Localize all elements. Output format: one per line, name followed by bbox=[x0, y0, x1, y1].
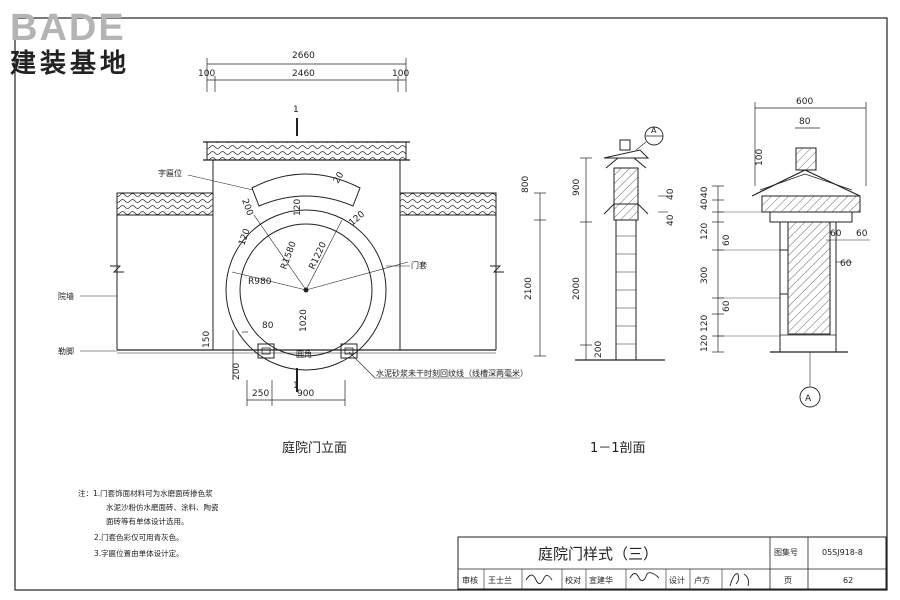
note-line-3: 面砖等有单体设计选用。 bbox=[106, 516, 189, 526]
dim-150: 150 bbox=[202, 331, 212, 348]
label-yard-wall: 院墙 bbox=[58, 291, 74, 301]
elevation-view bbox=[80, 58, 546, 406]
det-dim-r60c: 60 bbox=[840, 259, 852, 269]
det-dim-60a: 60 bbox=[722, 234, 732, 246]
atlas-label: 图集号 bbox=[774, 547, 798, 557]
elevation-dimensions: 2660 2460 100 100 800 2100 R1580 R1220 R… bbox=[198, 51, 534, 399]
dim-arch-120b: 120 bbox=[348, 209, 368, 228]
detail-marker-a: A bbox=[805, 394, 812, 404]
section-mark-bottom: 1 bbox=[293, 381, 299, 391]
det-dim-40a: 40 bbox=[700, 186, 710, 198]
general-notes: 注：1.门套饰面材料可为水磨面砖掺色浆 水泥沙粉仿水磨面砖、涂料、陶瓷 面砖等有… bbox=[78, 488, 219, 558]
section-title: 1－1剖面 bbox=[590, 441, 646, 456]
sec-dim-2000: 2000 bbox=[572, 277, 582, 300]
title-block bbox=[457, 536, 887, 590]
note-line-2: 水泥沙粉仿水磨面砖、涂料、陶瓷 bbox=[106, 502, 219, 512]
det-dim-120b: 120 bbox=[700, 315, 710, 332]
det-dim-r60a: 60 bbox=[830, 229, 842, 239]
review-signature bbox=[525, 574, 553, 584]
det-dim-120a: 120 bbox=[700, 223, 710, 240]
det-dim-300: 300 bbox=[700, 267, 710, 284]
check-label: 校对 bbox=[565, 575, 581, 585]
design-label: 设计 bbox=[669, 575, 685, 585]
review-name: 王士兰 bbox=[488, 575, 512, 585]
section-labels: 900 2000 200 40 40 A 1－1剖面 bbox=[572, 126, 676, 456]
logo-subtitle: 建装基地 bbox=[10, 49, 130, 79]
dim-arch-120a: 120 bbox=[293, 199, 303, 216]
det-dim-60b: 60 bbox=[722, 300, 732, 312]
title-block-text: 庭院门样式（三） 图集号 05SJ918-8 审核 王士兰 校对 宣建华 设计 … bbox=[462, 545, 863, 587]
review-label: 审核 bbox=[462, 575, 478, 585]
sheet-border bbox=[14, 17, 888, 591]
dim-1020: 1020 bbox=[299, 309, 309, 332]
atlas-number: 05SJ918-8 bbox=[822, 548, 863, 557]
det-dim-40b: 40 bbox=[700, 198, 710, 210]
det-dim-r60b: 60 bbox=[856, 229, 868, 239]
dim-200: 200 bbox=[232, 363, 242, 380]
det-dim-80: 80 bbox=[799, 117, 811, 127]
note-line-5: 3.字匾位置由单体设计定。 bbox=[94, 548, 184, 558]
det-dim-120c: 120 bbox=[700, 335, 710, 352]
sec-dim-40b: 40 bbox=[666, 214, 676, 226]
dim-900: 900 bbox=[297, 389, 314, 399]
dim-r1220: R1220 bbox=[308, 240, 330, 271]
dim-arch-20: 20 bbox=[332, 170, 347, 185]
label-plinth: 勒脚 bbox=[58, 346, 74, 356]
design-signature bbox=[729, 573, 749, 587]
label-groove-note: 水泥砂浆未干时刻回纹线（线槽深两毫米） bbox=[376, 368, 528, 378]
bade-logo: BADE 建装基地 bbox=[10, 7, 130, 79]
dim-100-left: 100 bbox=[198, 69, 215, 79]
section-mark-top: 1 bbox=[293, 105, 299, 115]
elevation-title: 庭院门立面 bbox=[282, 440, 347, 456]
page-label: 页 bbox=[784, 576, 792, 585]
drawing-title: 庭院门样式（三） bbox=[538, 545, 658, 563]
sec-callout-a: A bbox=[651, 126, 657, 135]
note-line-1: 注：1.门套饰面材料可为水磨面砖掺色浆 bbox=[78, 488, 213, 498]
sec-dim-40a: 40 bbox=[666, 188, 676, 200]
check-signature bbox=[629, 572, 660, 582]
dim-r980: R980 bbox=[248, 277, 272, 287]
label-plaque: 字匾位 bbox=[158, 168, 182, 178]
dim-2460: 2460 bbox=[292, 69, 315, 79]
logo-brand: BADE bbox=[10, 7, 126, 49]
check-name: 宣建华 bbox=[589, 575, 613, 585]
dim-100-right: 100 bbox=[392, 69, 409, 79]
label-round-corner: 圆角 bbox=[296, 349, 312, 359]
label-door-frame: 门套 bbox=[411, 260, 427, 270]
sec-dim-200: 200 bbox=[594, 341, 604, 358]
detail-a-view bbox=[712, 102, 870, 408]
dim-arch-120c: 120 bbox=[237, 227, 252, 247]
sec-dim-900: 900 bbox=[572, 179, 582, 196]
note-line-4: 2.门套色彩仅可用青灰色。 bbox=[94, 532, 184, 542]
dim-250: 250 bbox=[252, 389, 269, 399]
det-dim-100: 100 bbox=[755, 149, 765, 166]
dim-arch-200: 200 bbox=[239, 198, 254, 218]
det-dim-600: 600 bbox=[796, 97, 813, 107]
section-view bbox=[575, 126, 668, 361]
dim-800: 800 bbox=[521, 176, 531, 193]
elevation-labels: 字匾位 门套 院墙 勒脚 圆角 1 1 水泥砂浆未干时刻回纹线（线槽深两毫米） … bbox=[58, 105, 528, 456]
dim-80: 80 bbox=[262, 321, 274, 331]
dim-2660: 2660 bbox=[292, 51, 315, 61]
page-number: 62 bbox=[843, 576, 853, 585]
detail-a-labels: 600 80 100 40 40 120 60 300 60 120 120 6… bbox=[700, 97, 868, 404]
dim-2100: 2100 bbox=[524, 277, 534, 300]
design-name: 卢方 bbox=[694, 575, 710, 585]
